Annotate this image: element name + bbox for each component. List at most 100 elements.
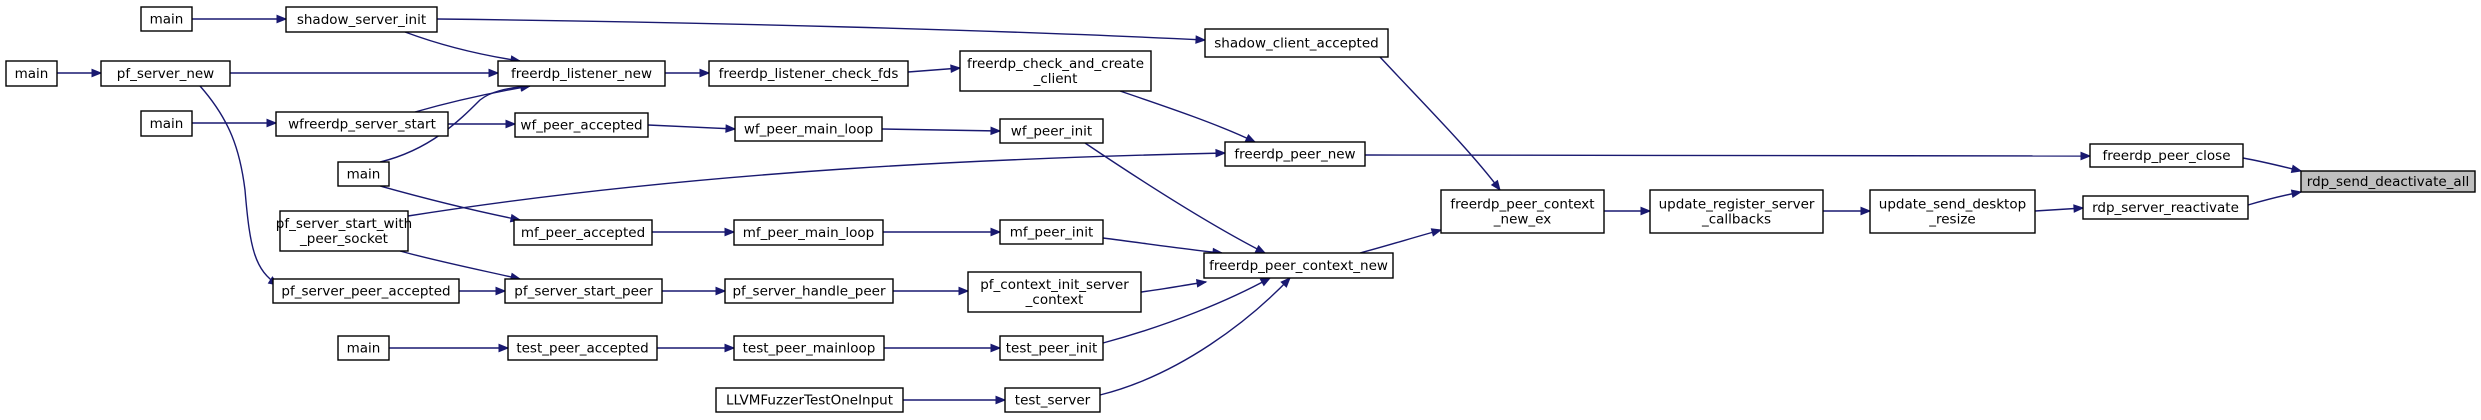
node-label: shadow_server_init xyxy=(297,12,426,28)
arrowhead-icon xyxy=(488,68,500,78)
node-freerdp-peer-context-new-ex[interactable]: freerdp_peer_context_new_ex xyxy=(1440,189,1605,234)
node-label: pf_server_peer_accepted xyxy=(281,284,450,300)
node-wf-peer-init[interactable]: wf_peer_init xyxy=(999,118,1104,144)
node-label: pf_server_handle_peer xyxy=(732,284,885,300)
node-label: _peer_socket xyxy=(299,231,388,247)
node-label: freerdp_peer_context_new xyxy=(1209,258,1388,274)
call-edge-freerdp_listener_new-to-freerdp_listener_check_fds xyxy=(665,68,711,78)
node-wfreerdp-server-start[interactable]: wfreerdp_server_start xyxy=(275,111,449,137)
node-mf-peer-accepted[interactable]: mf_peer_accepted xyxy=(513,219,653,246)
call-edge-test_server-to-freerdp_peer_context_new xyxy=(1099,277,1291,396)
node-label: freerdp_listener_check_fds xyxy=(719,66,899,82)
node-box xyxy=(999,219,1104,245)
node-wf-peer-accepted[interactable]: wf_peer_accepted xyxy=(514,112,649,138)
node-freerdp-peer-close[interactable]: freerdp_peer_close xyxy=(2089,143,2244,168)
node-rdp-server-reactivate[interactable]: rdp_server_reactivate xyxy=(2082,195,2249,220)
call-edge-test_peer_accepted-to-test_peer_mainloop xyxy=(657,343,736,353)
node-label: test_peer_mainloop xyxy=(743,341,876,357)
arrowhead-icon xyxy=(2290,164,2303,174)
node-freerdp-peer-new[interactable]: freerdp_peer_new xyxy=(1224,141,1366,167)
node-test-peer-init[interactable]: test_peer_init xyxy=(999,335,1104,361)
edge-line xyxy=(407,152,1226,217)
node-box xyxy=(140,110,193,137)
call-edges xyxy=(57,14,2303,405)
node-pf-context-init-server-context[interactable]: pf_context_init_server_context xyxy=(967,271,1142,313)
node-label: test_peer_init xyxy=(1006,341,1098,357)
node-label: update_send_desktop xyxy=(1879,197,2026,213)
call-edge-rdp_server_reactivate-to-rdp_send_deactivate_all xyxy=(2247,189,2303,206)
node-box xyxy=(734,116,883,142)
node-box xyxy=(497,60,666,87)
node-box xyxy=(708,60,909,87)
node-wf-peer-main-loop[interactable]: wf_peer_main_loop xyxy=(734,116,883,142)
node-box xyxy=(724,278,894,304)
arrowhead-icon xyxy=(1215,148,1227,158)
node-label: freerdp_peer_new xyxy=(1234,147,1355,163)
arrowhead-icon xyxy=(1430,228,1443,237)
call-nodes: rdp_send_deactivate_allfreerdp_peer_clos… xyxy=(5,6,2476,413)
node-pf-server-start-peer[interactable]: pf_server_start_peer xyxy=(504,278,663,304)
node-pf-server-handle-peer[interactable]: pf_server_handle_peer xyxy=(724,278,894,304)
call-edge-pf_server_start_with_peer_socket-to-freerdp_peer_new xyxy=(407,148,1227,217)
arrowhead-icon xyxy=(950,64,962,74)
node-pf-server-new[interactable]: pf_server_new xyxy=(100,60,231,87)
arrowhead-icon xyxy=(715,286,727,296)
node-mf-peer-main-loop[interactable]: mf_peer_main_loop xyxy=(733,219,884,246)
node-test-peer-accepted[interactable]: test_peer_accepted xyxy=(507,335,658,361)
node-update-register-server-callbacks[interactable]: update_register_server_callbacks xyxy=(1649,189,1824,234)
call-edge-pf_server_new-to-freerdp_listener_new xyxy=(230,68,500,78)
node-shadow-server-init[interactable]: shadow_server_init xyxy=(285,6,438,33)
node-main-1[interactable]: main xyxy=(140,6,193,32)
node-box xyxy=(2089,143,2244,168)
node-mf-peer-init[interactable]: mf_peer_init xyxy=(999,219,1104,245)
arrowhead-icon xyxy=(724,343,736,353)
node-label: _context xyxy=(1025,292,1084,308)
call-edge-main_3-to-wfreerdp_server_start xyxy=(192,118,278,128)
node-label: wfreerdp_server_start xyxy=(288,117,436,133)
node-main-4[interactable]: main xyxy=(337,161,390,187)
node-label: main xyxy=(347,167,381,183)
node-freerdp-peer-context-new[interactable]: freerdp_peer_context_new xyxy=(1203,252,1394,279)
call-edge-update_send_desktop_resize-to-rdp_server_reactivate xyxy=(2034,204,2085,213)
call-edge-pf_context_init_server_context-to-freerdp_peer_context_new xyxy=(1140,279,1208,293)
edge-line xyxy=(436,18,1206,41)
node-freerdp-check-and-create-client[interactable]: freerdp_check_and_create_client xyxy=(959,50,1152,92)
node-shadow-client-accepted[interactable]: shadow_client_accepted xyxy=(1204,28,1389,58)
node-label: update_register_server xyxy=(1659,197,1815,213)
node-box xyxy=(140,6,193,32)
edge-line xyxy=(1102,277,1271,344)
node-pf-server-start-with-peer-socket[interactable]: pf_server_start_with_peer_socket xyxy=(276,210,412,252)
node-update-send-desktop-resize[interactable]: update_send_desktop_resize xyxy=(1869,189,2036,234)
arrowhead-icon xyxy=(1280,277,1291,288)
arrowhead-icon xyxy=(1640,206,1652,216)
node-pf-server-peer-accepted[interactable]: pf_server_peer_accepted xyxy=(272,278,460,304)
node-box xyxy=(279,210,409,252)
node-box xyxy=(999,118,1104,144)
node-test-peer-mainloop[interactable]: test_peer_mainloop xyxy=(733,335,885,361)
arrowhead-icon xyxy=(1254,244,1267,254)
node-label: main xyxy=(150,12,184,28)
node-main-3[interactable]: main xyxy=(140,110,193,137)
node-LLVMFuzzerTestOneInput[interactable]: LLVMFuzzerTestOneInput xyxy=(715,387,904,413)
node-main-2[interactable]: main xyxy=(5,60,58,87)
call-edge-main_5-to-test_peer_accepted xyxy=(389,343,510,353)
edge-line xyxy=(414,85,531,113)
arrowhead-icon xyxy=(958,286,970,296)
node-freerdp-listener-new[interactable]: freerdp_listener_new xyxy=(497,60,666,87)
node-main-5[interactable]: main xyxy=(337,335,390,361)
node-label: freerdp_listener_new xyxy=(511,66,652,82)
node-label: test_server xyxy=(1015,393,1091,409)
arrowhead-icon xyxy=(2080,151,2092,161)
node-freerdp-listener-check-fds[interactable]: freerdp_listener_check_fds xyxy=(708,60,909,87)
node-box xyxy=(337,161,390,187)
call-edge-pf_server_start_with_peer_socket-to-pf_server_start_peer xyxy=(399,250,522,282)
arrowhead-icon xyxy=(266,118,278,128)
node-box xyxy=(2082,195,2249,220)
node-test-server[interactable]: test_server xyxy=(1004,387,1101,413)
edge-line xyxy=(1364,154,2091,157)
arrowhead-icon xyxy=(725,124,737,133)
edge-line xyxy=(404,31,521,62)
node-box xyxy=(285,6,438,33)
call-edge-shadow_client_accepted-to-freerdp_peer_context_new_ex xyxy=(1379,56,1501,192)
